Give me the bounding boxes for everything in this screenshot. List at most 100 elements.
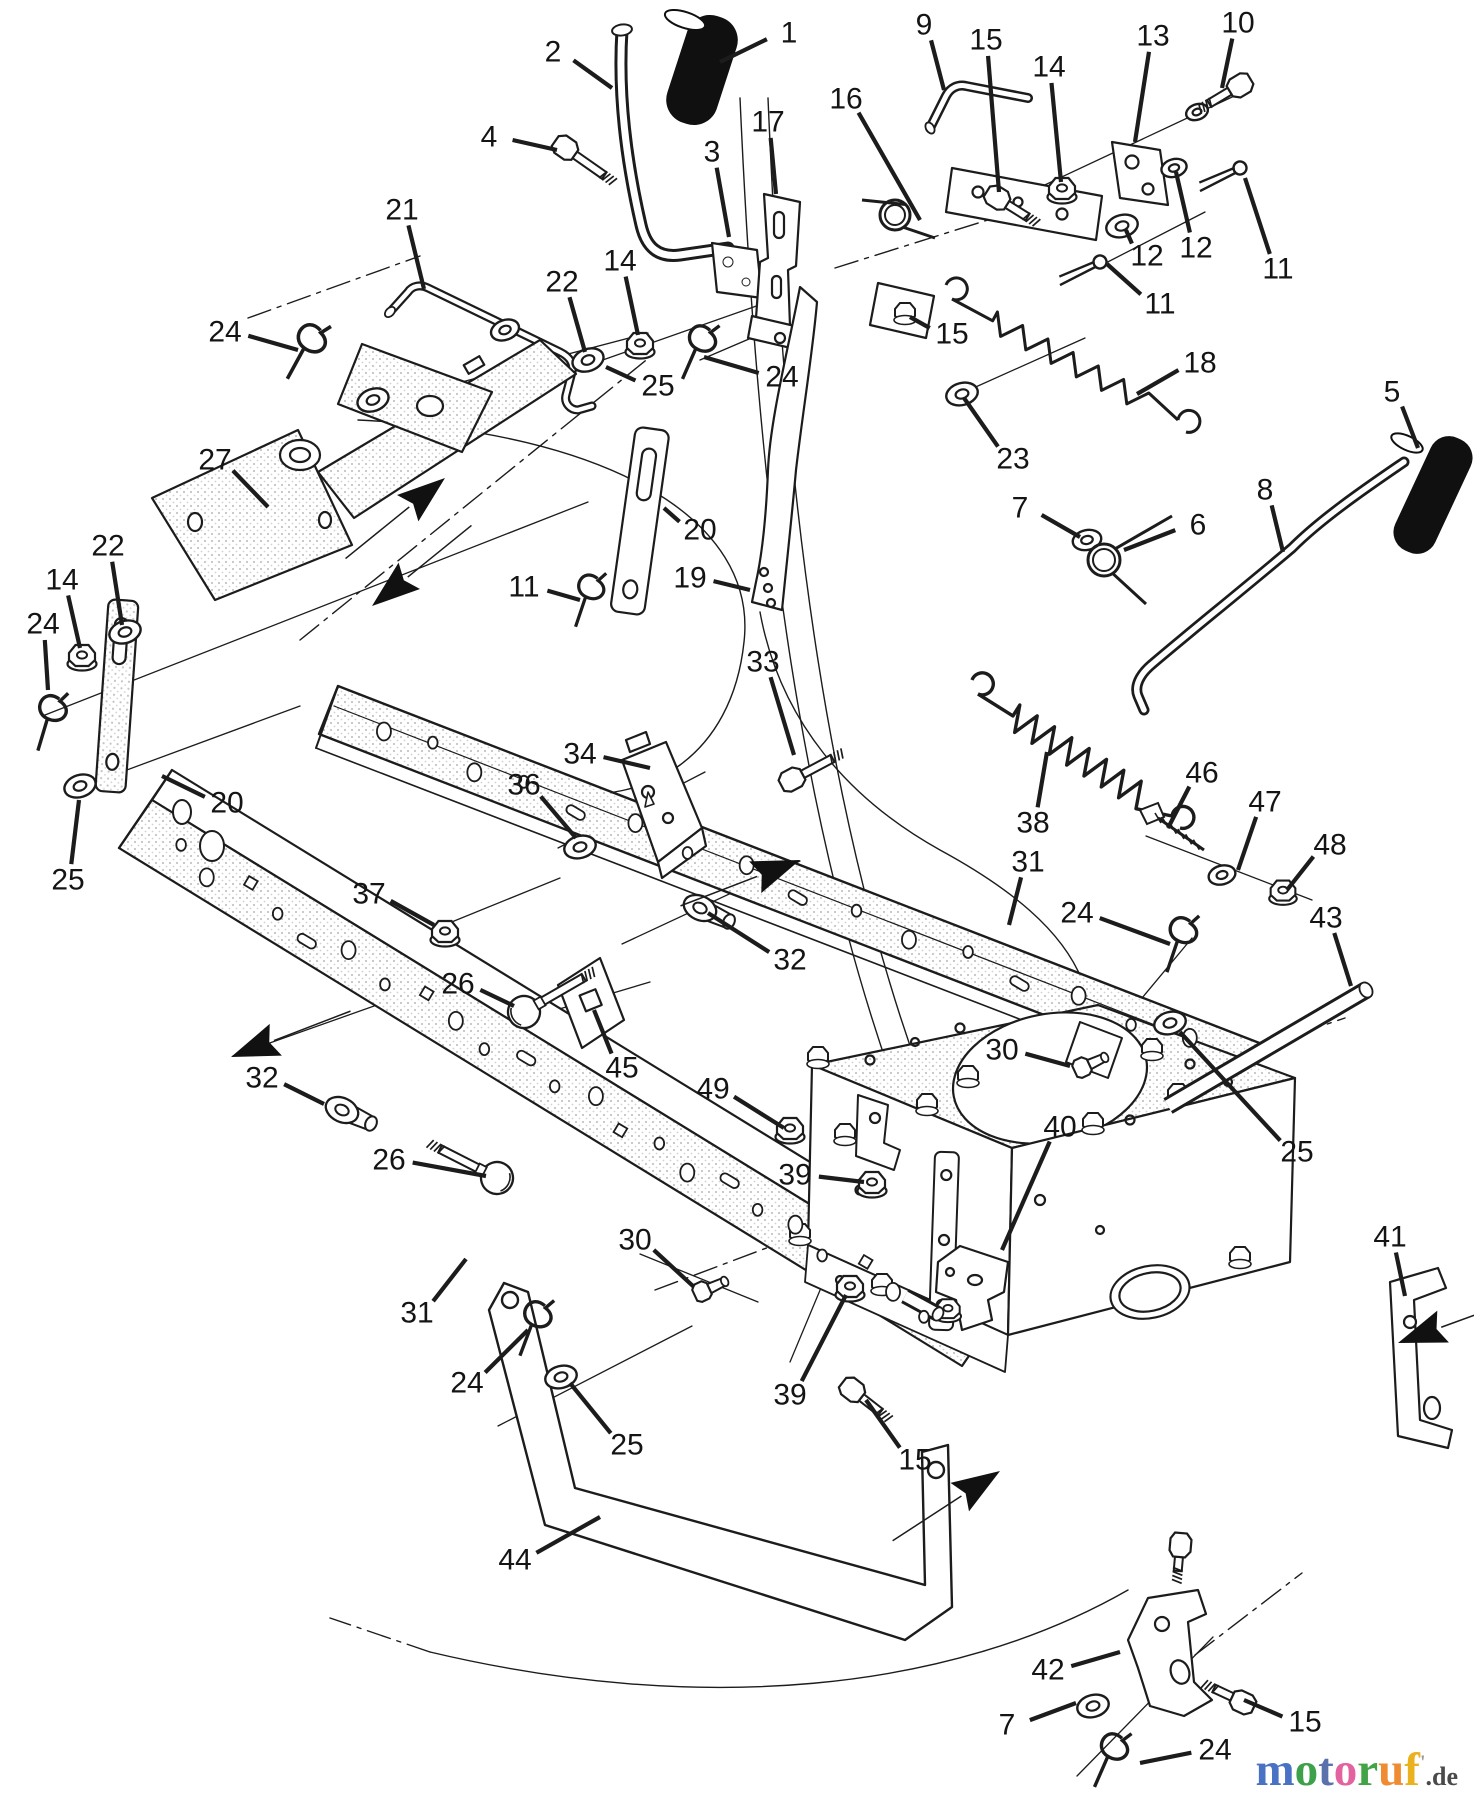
callout-24-35: 24	[26, 608, 60, 691]
leader-line	[603, 755, 651, 771]
logo-letter: o	[1294, 1744, 1319, 1796]
motoruf-domain-suffix: .de	[1425, 1762, 1459, 1791]
leader-line	[703, 354, 760, 376]
logo-letter: f	[1404, 1744, 1420, 1796]
callout-31-49: 31	[400, 1257, 468, 1330]
leader-line	[110, 561, 125, 626]
washer-icon	[544, 1364, 578, 1390]
leader-line	[1029, 1701, 1077, 1723]
part-number-label: 32	[773, 944, 806, 977]
callout-20-27: 20	[662, 506, 717, 547]
hairpin-cotter-icon	[574, 572, 608, 628]
callout-47-66: 47	[1236, 786, 1282, 871]
part-number-label: 33	[746, 646, 779, 679]
callout-30-46: 30	[985, 1034, 1071, 1069]
pedal-lever-19	[750, 285, 819, 612]
shoulder-bushing-icon	[324, 1095, 378, 1132]
callout-37-55: 37	[352, 878, 436, 927]
callout-6-5: 6	[1123, 509, 1206, 552]
flange-nut-icon	[66, 643, 98, 672]
part-number-label: 49	[696, 1073, 729, 1106]
part-number-label: 42	[1031, 1654, 1064, 1687]
callout-39-57: 39	[778, 1159, 865, 1192]
direction-arrow-icon	[1398, 1298, 1474, 1343]
callout-19-26: 19	[673, 562, 751, 595]
callout-17-24: 17	[751, 106, 785, 195]
callout-18-25: 18	[1135, 347, 1217, 396]
part-number-label: 48	[1313, 829, 1346, 862]
hairpin-cotter-icon	[1092, 1732, 1133, 1788]
part-number-label: 1	[781, 17, 798, 50]
part-number-label: 36	[507, 769, 540, 802]
leader-line	[1236, 816, 1259, 871]
callout-31-48: 31	[1006, 846, 1045, 926]
leader-line	[1243, 177, 1272, 255]
direction-arrow-icon	[680, 860, 800, 907]
callout-21-29: 21	[385, 194, 427, 290]
washer-icon	[356, 387, 390, 413]
part-number-label: 30	[618, 1224, 651, 1257]
leader-line	[1269, 504, 1286, 553]
callout-25-42: 25	[568, 1381, 644, 1462]
flange-nut-icon	[624, 331, 656, 360]
part-number-label: 26	[372, 1144, 405, 1177]
leader-line	[512, 137, 558, 153]
bracket-40	[934, 1244, 1010, 1332]
hairpin-cotter-icon	[680, 324, 721, 380]
leader-line	[623, 276, 641, 336]
rod-21	[384, 281, 597, 415]
callout-34-53: 34	[563, 738, 651, 771]
part-number-label: 13	[1136, 20, 1169, 53]
leader-line	[483, 1328, 530, 1374]
leader-line	[768, 137, 779, 195]
leader-line	[572, 58, 614, 90]
callout-14-17: 14	[603, 245, 641, 336]
part-number-label: 31	[1011, 846, 1044, 879]
leader-line	[1178, 1030, 1282, 1142]
leader-line	[1124, 229, 1134, 245]
direction-arrows	[231, 478, 1474, 1542]
fitting-bolt-icon	[1071, 1051, 1110, 1079]
part-number-label: 31	[400, 1297, 433, 1330]
leader-line	[652, 1248, 696, 1289]
handle-plate-3	[710, 241, 764, 300]
part-number-label: 15	[1288, 1706, 1321, 1739]
logo-letter: r	[1357, 1744, 1379, 1796]
hex-bolt-icon	[550, 134, 618, 186]
callout-14-18: 14	[45, 564, 83, 649]
direction-arrow-icon	[892, 1471, 1000, 1542]
leader-line	[592, 1009, 614, 1055]
leader-line	[662, 506, 681, 524]
callout-48-67: 48	[1285, 829, 1347, 892]
leader-line	[1132, 51, 1152, 143]
hairpin-cotter-icon	[36, 692, 70, 752]
washer-icon	[1105, 213, 1139, 239]
leader-line	[985, 55, 1002, 193]
drawbar-44	[487, 1281, 954, 1642]
leader-line	[546, 588, 581, 603]
leader-line	[389, 899, 436, 927]
callout-11-10: 11	[1243, 177, 1294, 286]
leader-line	[1285, 855, 1316, 892]
leader-line	[42, 639, 51, 691]
leader-line	[479, 987, 515, 1008]
cotter-pin-icon	[1058, 254, 1108, 287]
leader-line	[1166, 785, 1192, 829]
leader-line	[1105, 262, 1143, 296]
handle-grip	[663, 8, 738, 126]
leader-line	[1400, 405, 1420, 449]
carriage-bolt-icon	[506, 966, 596, 1030]
callout-13-15: 13	[1132, 20, 1170, 143]
carriage-bolt-icon	[425, 1139, 515, 1196]
callout-15-22: 15	[1243, 1698, 1322, 1739]
leader-line	[1135, 368, 1180, 396]
logo-letter: o	[1333, 1744, 1358, 1796]
rod-pin	[1163, 981, 1374, 1114]
part-number-label: 25	[641, 370, 674, 403]
callout-27-45: 27	[198, 444, 270, 509]
hex-bolt-icon	[777, 748, 844, 793]
grip-5	[1390, 432, 1473, 554]
callout-30-47: 30	[618, 1224, 696, 1289]
callout-12-13: 12	[1124, 229, 1164, 273]
part-number-label: 11	[1262, 253, 1293, 286]
